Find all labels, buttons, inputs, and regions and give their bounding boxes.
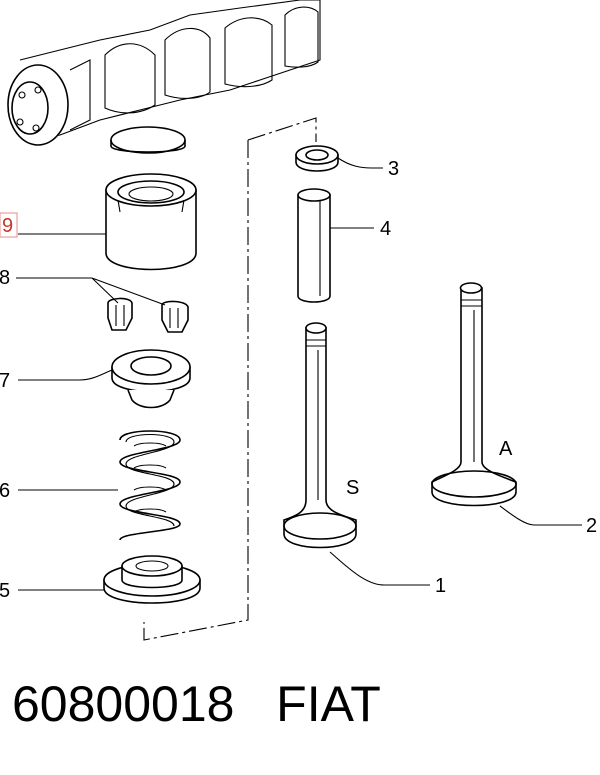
- valve-spring: [119, 430, 181, 541]
- callout-3: 3: [388, 158, 399, 180]
- exhaust-valve: [283, 322, 357, 549]
- callout-7: 7: [0, 370, 10, 392]
- leader-lines: [16, 157, 582, 591]
- part-caption: 60800018 FIAT: [12, 675, 381, 733]
- lower-spring-seat: [103, 555, 201, 604]
- valve-stem-seal: [295, 145, 339, 172]
- callout-5: 5: [0, 580, 10, 602]
- assembly-bracket: [143, 117, 317, 641]
- exhaust-valve-label: S: [346, 477, 359, 499]
- intake-valve-label: A: [499, 438, 513, 460]
- valve-shim: [110, 126, 186, 154]
- callout-8: 8: [0, 267, 10, 289]
- tappet-bucket: [105, 173, 197, 271]
- upper-spring-retainer: [111, 349, 191, 409]
- intake-valve: [431, 282, 517, 507]
- callout-9-highlight: [0, 212, 18, 238]
- callout-2: 2: [586, 515, 597, 537]
- valve-cotters: [107, 297, 189, 333]
- callout-1: 1: [435, 575, 446, 597]
- callout-4: 4: [380, 218, 391, 240]
- brand-name: FIAT: [276, 676, 381, 732]
- camshaft: [7, 0, 321, 146]
- part-number: 60800018: [12, 676, 235, 732]
- callout-9: 9: [2, 215, 13, 237]
- valve-guide: [297, 188, 331, 303]
- callout-6: 6: [0, 480, 10, 502]
